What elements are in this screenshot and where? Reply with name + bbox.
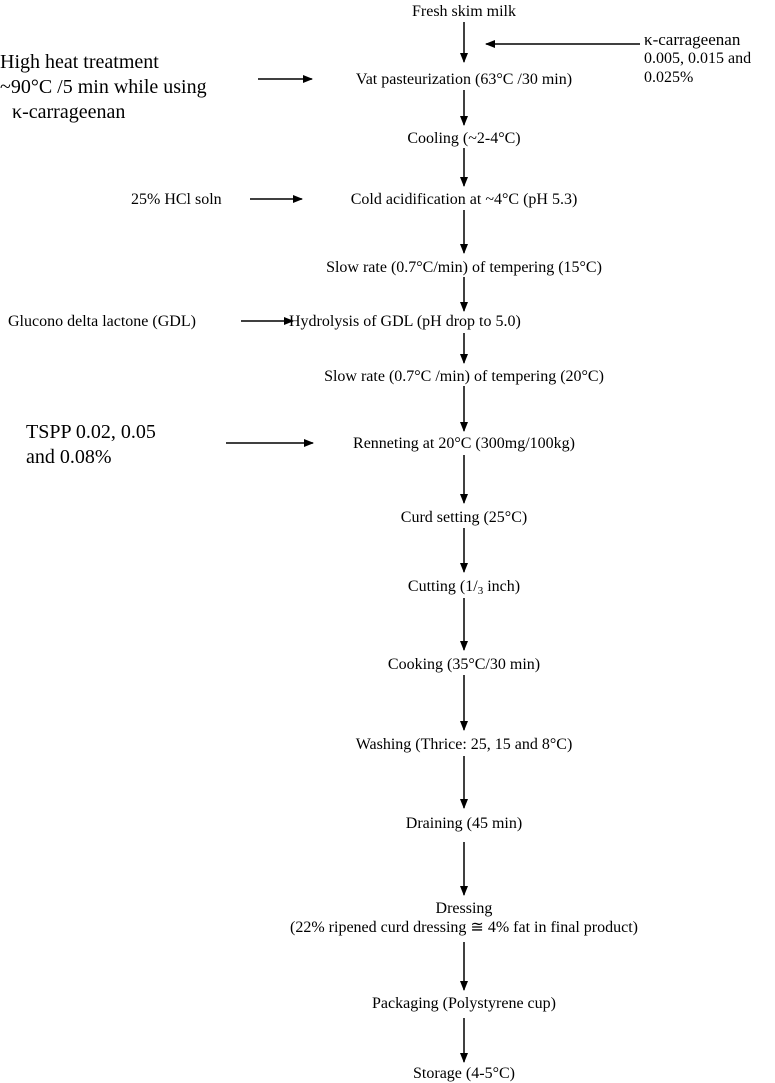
input-gdl: Glucono delta lactone (GDL) <box>8 313 196 330</box>
step-dressing: Dressing (22% ripened curd dressing ≅ 4%… <box>214 899 714 937</box>
cutting-label-subscript: 3 <box>477 585 484 597</box>
step-tempering-20c: Slow rate (0.7°C /min) of tempering (20°… <box>324 368 604 385</box>
carrageenan-line3: 0.025% <box>644 69 694 86</box>
carrageenan-line1: κ-carrageenan <box>644 30 741 49</box>
cutting-label-suffix: inch) <box>483 578 521 595</box>
step-cooking: Cooking (35°C/30 min) <box>387 656 541 673</box>
input-arrows <box>226 40 640 447</box>
cutting-label-prefix: Cutting (1/ <box>407 578 478 595</box>
step-tempering-15c: Slow rate (0.7°C/min) of tempering (15°C… <box>326 259 602 276</box>
input-hcl-solution: 25% HCl soln <box>131 191 222 208</box>
step-cooling: Cooling (~2-4°C) <box>407 130 521 147</box>
step-curd-setting: Curd setting (25°C) <box>400 509 528 526</box>
dressing-detail: (22% ripened curd dressing ≅ 4% fat in f… <box>290 919 638 936</box>
input-carrageenan: κ-carrageenan 0.005, 0.015 and 0.025% <box>644 30 751 87</box>
step-gdl-hydrolysis: Hydrolysis of GDL (pH drop to 5.0) <box>289 313 521 330</box>
input-tspp: TSPP 0.02, 0.05 and 0.08% <box>26 420 156 470</box>
tspp-line1: TSPP 0.02, 0.05 <box>26 421 156 443</box>
tspp-line2: and 0.08% <box>26 446 112 468</box>
step-vat-pasteurization: Vat pasteurization (63°C /30 min) <box>355 71 573 88</box>
step-washing: Washing (Thrice: 25, 15 and 8°C) <box>355 736 573 753</box>
step-storage: Storage (4-5°C) <box>413 1065 515 1082</box>
step-renneting: Renneting at 20°C (300mg/100kg) <box>353 435 575 452</box>
step-draining: Draining (45 min) <box>405 815 523 832</box>
step-cutting: Cutting (1/3 inch) <box>374 577 554 601</box>
step-packaging: Packaging (Polystyrene cup) <box>372 995 556 1012</box>
heat-line3: κ-carrageenan <box>12 101 126 123</box>
step-fresh-skim-milk: Fresh skim milk <box>411 3 516 20</box>
heat-line2: ~90°C /5 min while using <box>0 76 207 98</box>
input-high-heat-treatment: High heat treatment ~90°C /5 min while u… <box>0 50 207 125</box>
step-cold-acidification: Cold acidification at ~4°C (pH 5.3) <box>350 191 578 208</box>
dressing-title: Dressing <box>435 900 493 917</box>
heat-line1: High heat treatment <box>0 51 159 73</box>
carrageenan-line2: 0.005, 0.015 and <box>644 50 752 67</box>
